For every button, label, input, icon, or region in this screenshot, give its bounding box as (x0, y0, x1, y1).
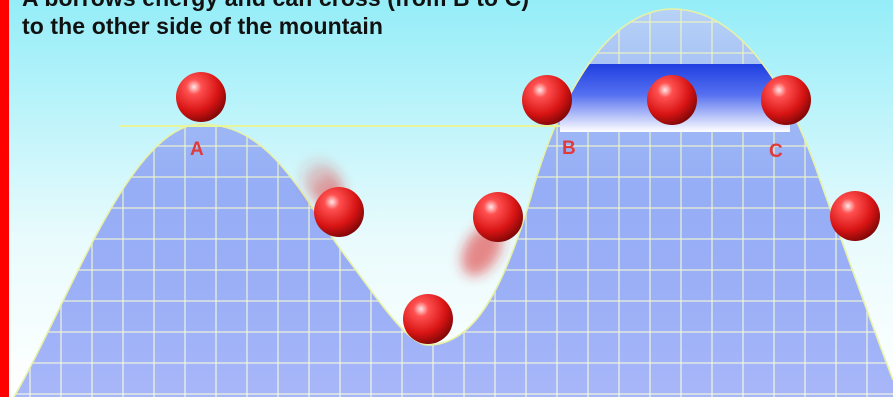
caption-line-2: to the other side of the mountain (22, 13, 384, 39)
ball-slope-left (314, 187, 364, 237)
caption-line-1: A borrows energy and can cross (from B t… (22, 0, 529, 12)
ball-far-slope (830, 191, 880, 241)
ball-valley (403, 294, 453, 344)
ball-c (761, 75, 811, 125)
ball-a (176, 72, 226, 122)
ball-b (522, 75, 572, 125)
label-c: C (769, 141, 783, 162)
landscape-outline (13, 8, 893, 397)
ball-slope-right (473, 192, 523, 242)
ball-tunnel (647, 75, 697, 125)
label-a: A (190, 139, 204, 160)
label-b: B (562, 138, 576, 159)
